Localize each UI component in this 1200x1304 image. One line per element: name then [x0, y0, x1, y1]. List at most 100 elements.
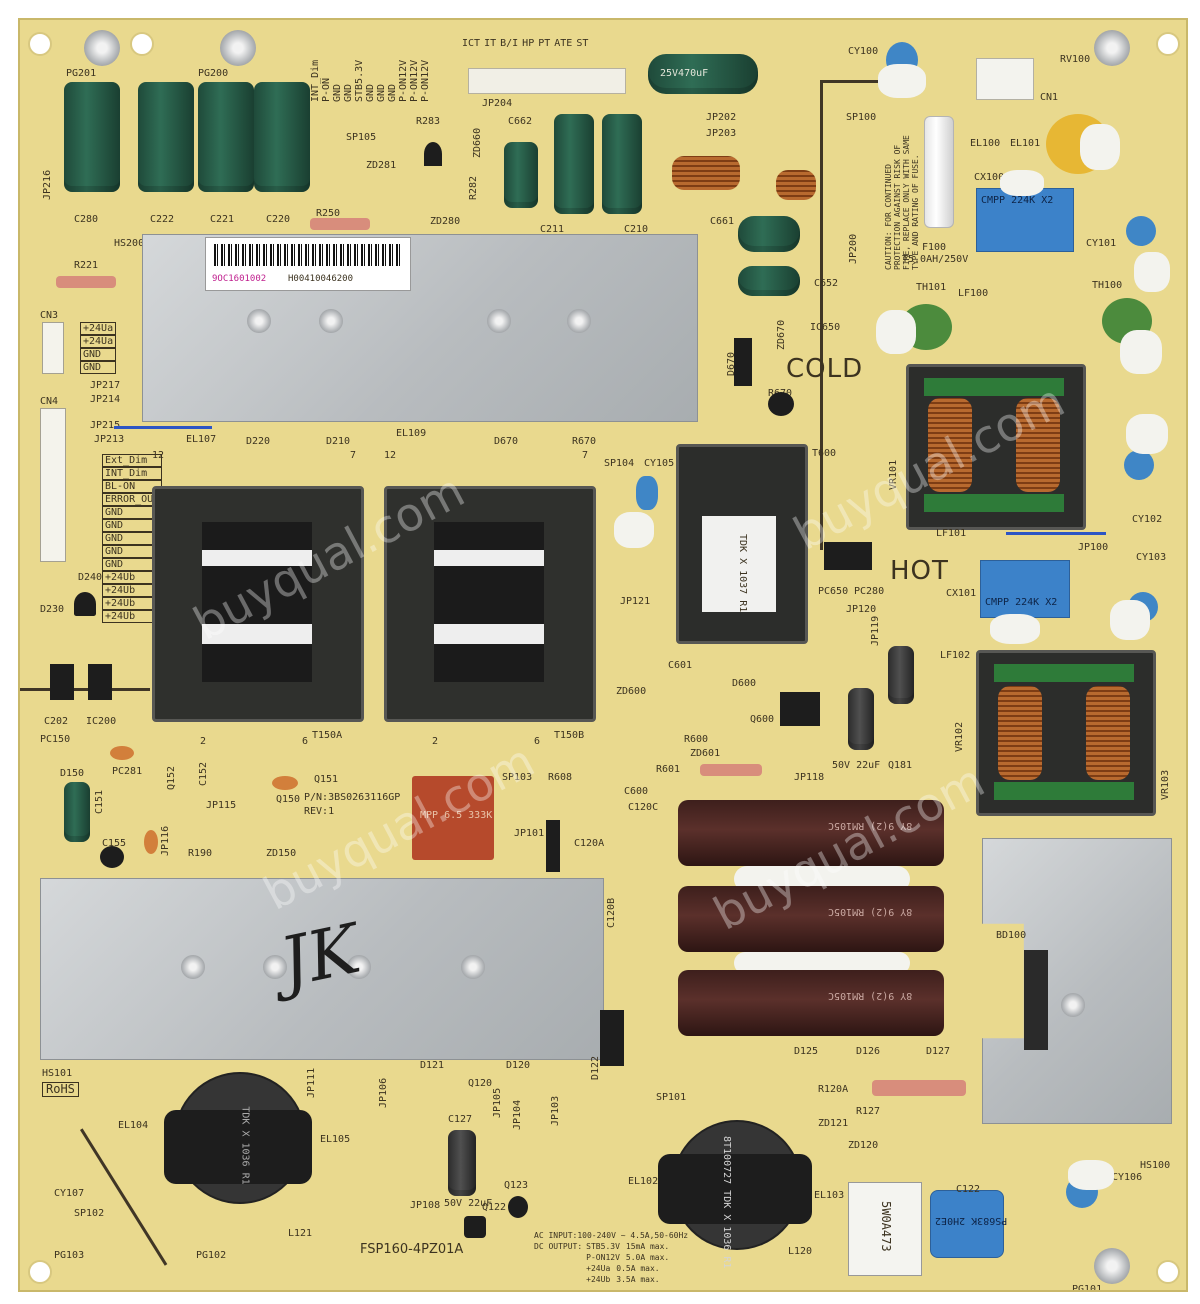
ref-th100: TH100: [1092, 280, 1123, 291]
ref-c220: C220: [266, 214, 291, 225]
screw: [263, 955, 287, 979]
optocoupler-pc150: [50, 664, 74, 700]
output-name: +24Ua: [586, 1264, 611, 1273]
heatsink-hs100: [982, 838, 1172, 1124]
zone-hot-label: HOT: [890, 556, 949, 586]
glue-blob: [1080, 124, 1120, 170]
isolation-line: [80, 1128, 168, 1266]
ref-l120: L120: [788, 1246, 813, 1257]
resistor-r120a: [872, 1080, 966, 1096]
jp-top-pin-labels: INT_Dim P-ON GND GND STB5.3V GND GND GND…: [310, 40, 440, 102]
ref-zd601: ZD601: [690, 748, 721, 759]
ref-lf102: LF102: [940, 650, 971, 661]
pin-number: 7: [582, 450, 589, 461]
ref-cx100: CX100: [974, 172, 1005, 183]
ref-c600: C600: [624, 786, 649, 797]
mounting-hole: [130, 32, 154, 56]
t600-text: TDK X 1037 R1: [737, 534, 748, 613]
choke-l120: 8T100727 TDK X 1036 R1: [654, 1120, 820, 1270]
ref-c280: C280: [74, 214, 99, 225]
mounting-pad: [220, 30, 256, 66]
screw: [567, 309, 591, 333]
glue-blob: [990, 614, 1040, 644]
ref-vr102: VR102: [954, 721, 965, 752]
capacitor-c220: [254, 82, 310, 192]
ref-cy107: CY107: [54, 1188, 85, 1199]
header-label: PT: [538, 38, 551, 49]
ref-d220: D220: [246, 436, 271, 447]
barcode: [214, 244, 400, 266]
ref-c122: C122: [956, 1184, 981, 1195]
ref-lf100: LF100: [958, 288, 989, 299]
ref-jp213: JP213: [94, 434, 125, 445]
ref-jp108: JP108: [410, 1200, 441, 1211]
ref-q152: C155: [102, 838, 127, 849]
pin-number: 6: [534, 736, 541, 747]
pin-label: GND: [387, 83, 398, 102]
header-label: HP: [522, 38, 535, 49]
capacitor-c662: [504, 142, 538, 208]
y-capacitor-cy101: [1126, 216, 1156, 246]
glue-blob: [878, 64, 926, 98]
ref-q151: ZD150: [266, 848, 297, 859]
ref-ic200: D230: [40, 604, 65, 615]
pin-number: 7: [350, 450, 357, 461]
ref-d150: PC150: [40, 734, 71, 745]
ref-jp104: JP104: [512, 1099, 523, 1130]
ref-el109: EL109: [396, 428, 427, 439]
ref-pg101: PG101: [1072, 1284, 1103, 1292]
screw: [461, 955, 485, 979]
ref-d240: D670: [494, 436, 519, 447]
pin-number: 2: [200, 736, 207, 747]
ref-d600: D600: [732, 678, 757, 689]
zone-cold-label: COLD: [786, 354, 864, 384]
ref-jp202: JP202: [706, 112, 737, 123]
output-label: DC OUTPUT:: [534, 1242, 583, 1251]
ref-jp120: JP120: [846, 604, 877, 615]
ref-cy101: CY101: [1086, 238, 1117, 249]
barcode-sticker: 9OC1601002 H00410046200: [205, 237, 411, 291]
ref-c662: C662: [508, 116, 533, 127]
c606-value: 50V 22uF: [832, 760, 881, 771]
pin-label: P-ON12V: [409, 59, 420, 102]
ref-jp203: JP203: [706, 128, 737, 139]
ref-pg100: RV100: [1060, 54, 1091, 65]
ref-jp116: C151: [94, 789, 105, 814]
glue-blob: [1120, 330, 1162, 374]
ref-hs200: HS200: [114, 238, 145, 249]
pin-label: Ext_Dim: [102, 454, 163, 467]
mounting-pad: [1094, 30, 1130, 66]
ref-l121: L121: [288, 1228, 313, 1239]
ref-pc150: C202: [44, 716, 69, 727]
ref-r190: C152: [198, 761, 209, 786]
capacitor-c127: [448, 1130, 476, 1196]
ref-el105: EL105: [320, 1134, 351, 1145]
cx100-text: CMPP 224K X2: [981, 195, 1054, 206]
ref-q181: Q181: [888, 760, 913, 771]
l121-text: TDK X 1036 R1: [239, 1106, 251, 1185]
film-capacitor-c122: PS683K 2H0E2: [930, 1190, 1007, 1258]
resistor-r250: [310, 218, 370, 230]
ref-vr103: VR103: [1160, 769, 1171, 800]
ref-d230: R670: [572, 436, 597, 447]
jumper-wire: [1006, 532, 1106, 535]
capacitor-c221: [198, 82, 254, 192]
ref-d210: D210: [326, 436, 351, 447]
ref-t150b: T150B: [554, 730, 585, 741]
pin-label: +24Ua: [80, 335, 117, 348]
ref-sp102: SP102: [74, 1208, 105, 1219]
inductor: [672, 156, 740, 190]
ref-r608: C120A: [574, 838, 605, 849]
output-current: 5.0A max.: [625, 1253, 670, 1262]
header-label: ST: [576, 38, 589, 49]
ref-c153: Q150: [276, 794, 301, 805]
ref-c155: D150: [60, 768, 85, 779]
rohs-mark: RoHS: [42, 1082, 79, 1097]
bulk-capacitor-c120b: 8Y 9(2) RM105C: [678, 886, 944, 952]
y-capacitor-cy105: [636, 476, 658, 510]
filter-coil: [998, 686, 1042, 780]
mounting-hole: [28, 1260, 52, 1284]
choke-l121: TDK X 1036 R1: [160, 1070, 326, 1234]
cn4-connector: [40, 408, 66, 562]
ref-hs100: HS100: [1140, 1160, 1171, 1171]
